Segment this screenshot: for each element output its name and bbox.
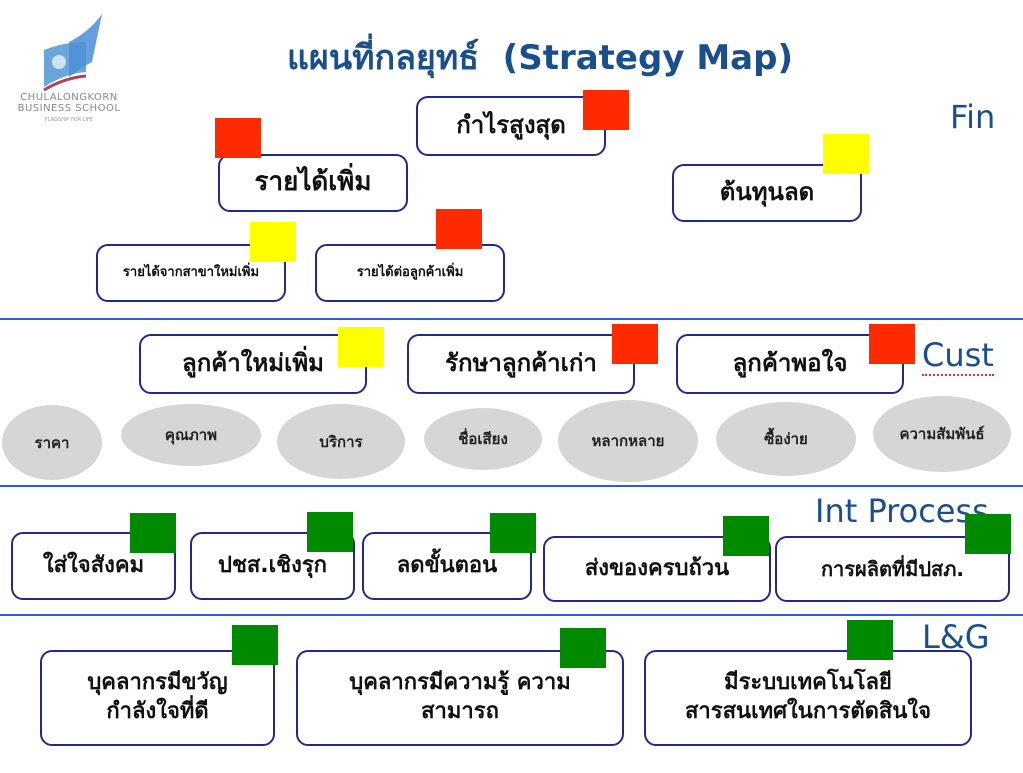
attribute-price: ราคา: [2, 405, 102, 480]
objective-text: มีระบบเทคโนโลยี: [724, 670, 892, 696]
objective-social-care: ใส่ใจสังคม: [11, 532, 176, 600]
status-yellow: [823, 134, 869, 174]
logo: CHULALONGKORN BUSINESS SCHOOL FLAGSHIP F…: [14, 12, 124, 123]
attribute-reputation: ชื่อเสียง: [424, 408, 542, 470]
divider: [0, 485, 1023, 487]
status-yellow: [338, 327, 384, 367]
status-yellow: [250, 222, 296, 262]
objective-revenue-per-customer: รายได้ต่อลูกค้าเพิ่ม: [315, 244, 505, 302]
status-red: [612, 324, 658, 364]
status-green: [130, 513, 176, 553]
objective-staff-morale: บุคลากรมีขวัญ กำลังใจที่ดี: [40, 650, 275, 746]
status-red: [436, 209, 482, 249]
status-green: [560, 628, 606, 668]
status-green: [307, 512, 353, 552]
divider: [0, 614, 1023, 616]
label-fin: Fin: [950, 98, 996, 136]
label-cust: Cust: [922, 336, 994, 376]
page-title: แผนที่กลยุทธ์ (Strategy Map): [287, 38, 793, 78]
objective-efficient-production: การผลิตที่มีปสภ.: [775, 536, 1010, 602]
objective-text: บุคลากรมีขวัญ: [87, 670, 228, 696]
attribute-relationship: ความสัมพันธ์: [873, 396, 1011, 472]
objective-new-customers: ลูกค้าใหม่เพิ่ม: [139, 334, 367, 394]
status-red: [583, 90, 629, 130]
objective-text: สารสนเทศในการตัดสินใจ: [685, 699, 931, 724]
status-green: [232, 625, 278, 665]
objective-revenue-up: รายได้เพิ่ม: [218, 154, 408, 212]
objective-max-profit: กำไรสูงสุด: [416, 96, 606, 156]
label-lg: L&G: [922, 618, 990, 656]
objective-retain-customers: รักษาลูกค้าเก่า: [407, 334, 635, 394]
objective-text: สามารถ: [421, 699, 499, 724]
attribute-service: บริการ: [277, 404, 405, 479]
logo-flag-icon: [43, 14, 102, 92]
label-int-process: Int Process: [815, 492, 989, 530]
status-green: [723, 516, 769, 556]
status-red: [215, 118, 261, 158]
status-green: [490, 513, 536, 553]
status-red: [869, 324, 915, 364]
divider: [0, 318, 1023, 320]
objective-it-systems: มีระบบเทคโนโลยี สารสนเทศในการตัดสินใจ: [644, 650, 972, 746]
attribute-variety: หลากหลาย: [558, 400, 698, 482]
status-green: [847, 620, 893, 660]
logo-tagline: FLAGSHIP FOR LIFE: [44, 117, 94, 123]
objective-customer-satisfaction: ลูกค้าพอใจ: [676, 334, 904, 394]
logo-line1: CHULALONGKORN: [20, 92, 118, 103]
attribute-quality: คุณภาพ: [121, 404, 261, 466]
attribute-convenience: ซื้อง่าย: [716, 402, 856, 476]
objective-reduce-steps: ลดขั้นตอน: [362, 532, 532, 600]
logo-line2: BUSINESS SCHOOL: [17, 103, 121, 114]
objective-text: กำลังใจที่ดี: [106, 699, 209, 724]
status-green: [965, 514, 1011, 554]
objective-text: บุคลากรมีความรู้ ความ: [349, 670, 571, 696]
